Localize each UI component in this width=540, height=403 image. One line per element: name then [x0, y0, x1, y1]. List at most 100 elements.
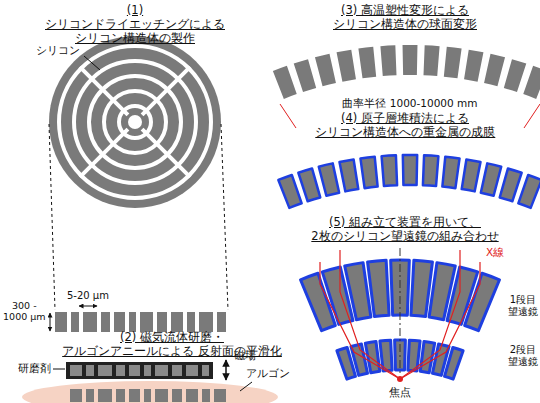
optical-axis	[400, 248, 401, 376]
silicon-block	[518, 175, 540, 208]
dimension-label: 5-20 μm	[67, 290, 109, 302]
step-heading: (3) 高温塑性変形による シリコン構造体の球面変形	[331, 4, 478, 32]
silicon-block	[116, 389, 125, 402]
silicon-block	[86, 365, 94, 376]
etched-slit	[80, 67, 128, 115]
field-arrow	[225, 360, 227, 380]
silicon-block	[345, 263, 371, 320]
silicon-block	[140, 312, 153, 332]
silicon-block	[172, 389, 182, 402]
silicon-block	[114, 312, 125, 332]
part-label: 2段目 望遠鏡	[507, 344, 539, 368]
silicon-block	[403, 155, 417, 185]
center-hole	[128, 115, 142, 129]
projection-line	[49, 124, 55, 310]
silicon-block	[465, 273, 500, 330]
silicon-block	[423, 155, 439, 186]
focal-point	[397, 376, 403, 382]
silicon-block	[403, 45, 418, 75]
radius-line	[524, 104, 540, 128]
silicon-block	[294, 59, 316, 92]
xray-paths	[320, 250, 480, 379]
silicon-block	[155, 389, 168, 402]
part-label: 1段目 望遠鏡	[507, 294, 539, 318]
etched-slit	[74, 61, 196, 183]
silicon-block	[442, 157, 459, 188]
silicon-block	[155, 365, 168, 376]
silicon-block	[278, 175, 301, 208]
silicon-block	[83, 312, 97, 332]
silicon-block	[129, 389, 140, 402]
silicon-block	[55, 312, 67, 332]
step-heading: (5) 組み立て装置を用いて、 2枚のシリコン望遠鏡の組み合わせ	[310, 216, 501, 244]
dimension-label: 曲率半径 1000-10000 mm	[342, 97, 477, 110]
silicon-block	[319, 163, 339, 195]
silicon-block	[358, 47, 376, 78]
silicon-block	[337, 50, 356, 82]
width-arrow	[79, 306, 97, 307]
silicon-block	[423, 45, 439, 76]
cross-section	[55, 312, 226, 332]
material-label: シリコン	[36, 44, 80, 57]
silicon-block	[70, 389, 82, 402]
silicon-block	[315, 54, 336, 87]
leader-line	[53, 369, 65, 370]
leader-line	[84, 56, 100, 70]
silicon-block	[214, 389, 226, 402]
dimension-label: 300 - 1000 μm	[2, 300, 47, 323]
silicon-block	[116, 365, 125, 376]
abrasive-bar	[66, 362, 213, 379]
silicon-block	[298, 169, 320, 202]
coated-structure	[278, 155, 540, 208]
silicon-block	[157, 312, 167, 332]
step-heading: (4) 原子層堆積法による シリコン構造体への重金属の成膜	[315, 112, 494, 140]
thickness-arrow	[50, 313, 51, 331]
silicon-block	[70, 365, 82, 376]
ray-label: X線	[486, 246, 504, 259]
silicon-block	[360, 157, 377, 188]
part-label: 磁場	[234, 349, 256, 362]
silicon-block	[504, 59, 526, 92]
bent-structure	[273, 45, 540, 99]
silicon-block	[98, 389, 112, 402]
silicon-block	[171, 312, 183, 332]
silicon-block	[365, 342, 379, 373]
silicon-block	[144, 365, 151, 376]
silicon-block	[523, 66, 540, 99]
argon-cloud	[22, 381, 278, 403]
silicon-wafer	[49, 36, 221, 208]
silicon-block	[202, 365, 209, 376]
silicon-block	[199, 312, 213, 332]
part-label: アルゴン	[246, 367, 290, 380]
silicon-block	[144, 389, 151, 402]
step-heading: (1) シリコンドライエッチングによる シリコン構造体の製作	[37, 4, 233, 45]
silicon-block	[464, 50, 483, 82]
silicon-block	[380, 45, 396, 76]
silicon-block	[382, 155, 398, 186]
etched-slit	[142, 67, 190, 115]
radius-line	[280, 104, 296, 128]
part-label: 研磨剤	[18, 362, 51, 375]
silicon-block	[462, 159, 481, 191]
silicon-block	[86, 389, 94, 402]
silicon-block	[98, 365, 112, 376]
silicon-block	[187, 312, 195, 332]
silicon-block	[500, 169, 522, 202]
silicon-block	[202, 389, 210, 402]
silicon-block	[368, 260, 390, 316]
part-label: 焦点	[389, 386, 411, 399]
silicon-block	[273, 66, 297, 99]
silicon-block	[186, 389, 198, 402]
silicon-block	[484, 54, 505, 87]
silicon-block	[172, 365, 182, 376]
silicon-block	[101, 312, 110, 332]
silicon-block	[444, 47, 462, 78]
silicon-block	[445, 348, 464, 380]
anneal-blocks	[70, 389, 226, 402]
silicon-block	[186, 365, 198, 376]
etched-slit	[59, 46, 211, 198]
etched-slit	[142, 129, 190, 177]
silicon-block	[481, 163, 501, 195]
